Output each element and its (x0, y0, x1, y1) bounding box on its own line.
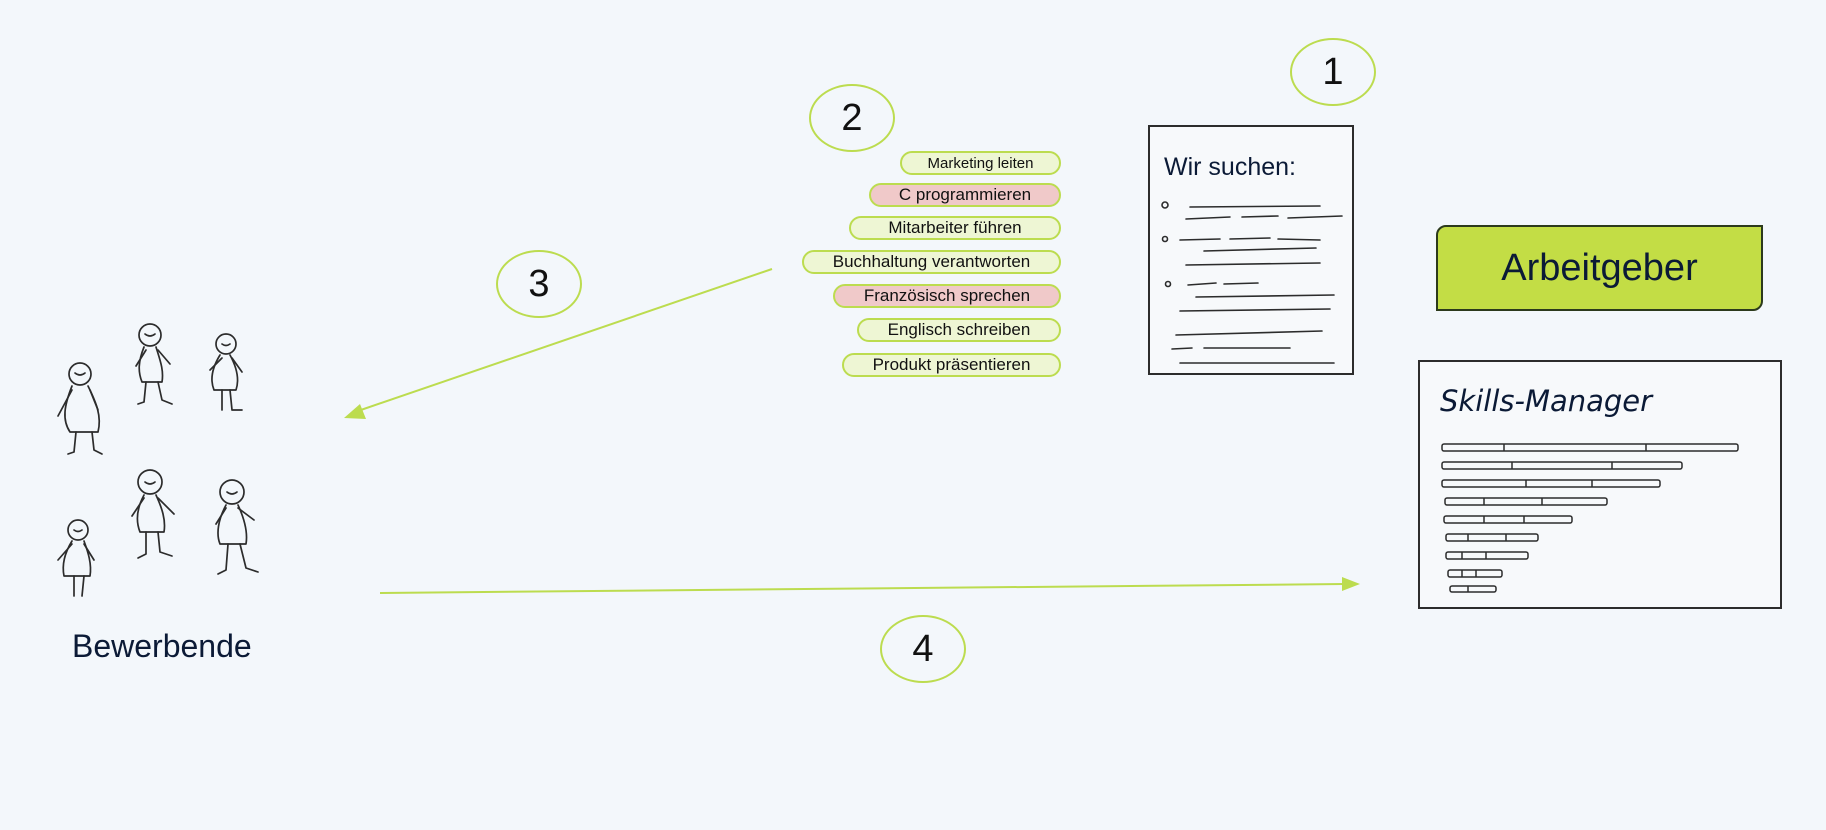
skill-pill-mitarbeiter: Mitarbeiter führen (849, 216, 1061, 240)
skill-label: Buchhaltung verantworten (832, 252, 1031, 271)
skills-manager-bars-icon (1441, 443, 1739, 593)
skills-manager-title: Skills-Manager (1440, 384, 1653, 418)
stick-figure-icon (135, 323, 173, 405)
skill-label: C programmieren (898, 185, 1032, 204)
step-4-label: 4 (912, 627, 934, 670)
step-1-badge: 1 (1290, 38, 1376, 106)
skill-label: Marketing leiten (927, 154, 1034, 172)
skill-label: Französisch sprechen (863, 286, 1031, 305)
employer-label: Arbeitgeber (1501, 246, 1698, 289)
step-2-label: 2 (841, 96, 863, 139)
job-ad-heading: Wir suchen: (1164, 153, 1296, 181)
skill-pill-c: C programmieren (869, 183, 1061, 207)
step-1-label: 1 (1322, 50, 1344, 93)
skill-pill-marketing: Marketing leiten (900, 151, 1061, 175)
employer-box: Arbeitgeber (1436, 225, 1763, 311)
stick-figure-icon (57, 362, 103, 455)
skill-pill-buchhaltung: Buchhaltung verantworten (802, 250, 1061, 274)
skills-manager-document: Skills-Manager (1418, 360, 1782, 609)
job-ad-document: Wir suchen: (1148, 125, 1354, 375)
step-2-badge: 2 (809, 84, 895, 152)
arrow-3-icon (344, 268, 773, 419)
step-3-label: 3 (528, 262, 550, 305)
step-3-badge: 3 (496, 250, 582, 318)
step-4-badge: 4 (880, 615, 966, 683)
job-ad-lines-icon (1161, 201, 1343, 364)
skill-pill-englisch: Englisch schreiben (857, 318, 1061, 342)
stick-figure-icon (209, 333, 243, 411)
skill-label: Englisch schreiben (887, 320, 1031, 339)
skill-pill-franzoesisch: Französisch sprechen (833, 284, 1061, 308)
applicants-label: Bewerbende (72, 628, 252, 664)
applicants-group (57, 323, 259, 597)
skill-label: Mitarbeiter führen (888, 218, 1022, 237)
stick-figure-icon (131, 469, 175, 559)
stick-figure-icon (57, 519, 95, 597)
skill-pill-produkt: Produkt präsentieren (842, 353, 1061, 377)
skill-label: Produkt präsentieren (872, 355, 1031, 374)
arrow-4-icon (379, 577, 1360, 594)
stick-figure-icon (215, 479, 259, 575)
